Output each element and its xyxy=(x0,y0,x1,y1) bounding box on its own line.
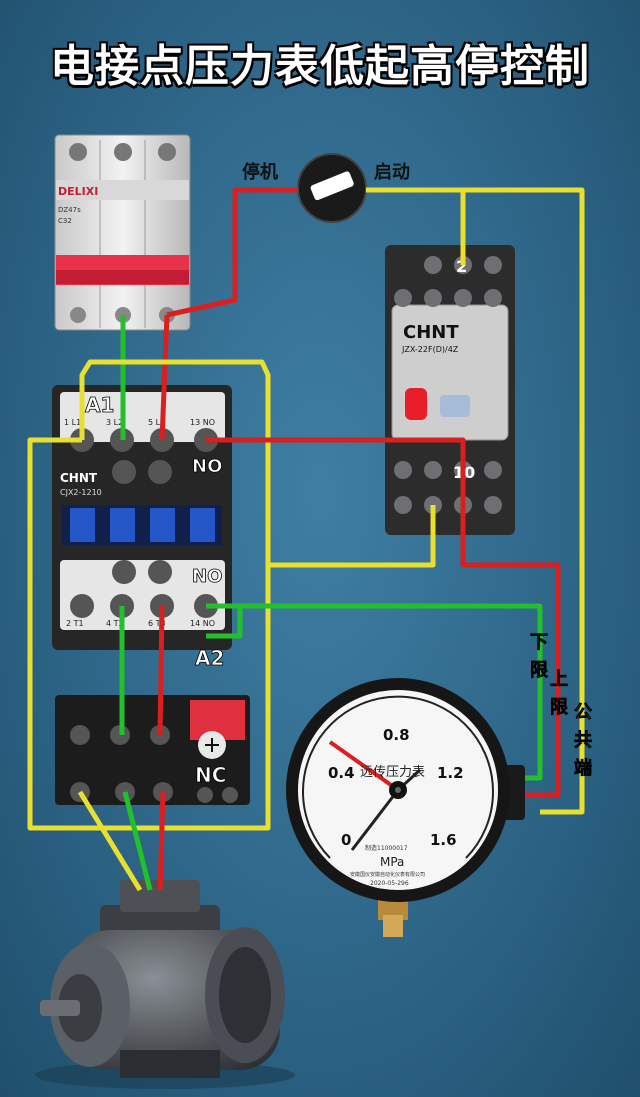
contactor-bottom-term-2: 4 T2 xyxy=(106,619,124,628)
contactor-bottom-term-4: 14 NO xyxy=(190,619,215,628)
label-common-1: 公 xyxy=(574,702,592,723)
overload-nc-label: NC xyxy=(195,763,226,787)
gauge-tick-0-8: 0.8 xyxy=(383,726,410,744)
circuit-breaker xyxy=(54,134,191,331)
motor xyxy=(35,880,295,1089)
label-lower-limit-1: 下 xyxy=(530,632,548,653)
contactor-bottom-term-3: 6 T3 xyxy=(148,619,166,628)
breaker-model: DZ47s xyxy=(58,206,81,214)
wire-green-motor xyxy=(122,791,153,891)
relay-model: JZX-22F(D)/4Z xyxy=(401,345,459,354)
page-title: 电接点压力表低起高停控制 xyxy=(50,41,590,92)
contactor-a1-label: A1 xyxy=(85,393,114,417)
relay xyxy=(385,245,515,535)
wires xyxy=(27,187,585,892)
label-upper-limit-1: 上 xyxy=(550,669,568,690)
contactor-model: CJX2-1210 xyxy=(60,488,102,497)
wire-red-control xyxy=(166,187,298,318)
wire-yellow-a1 xyxy=(79,359,436,568)
rotary-switch[interactable] xyxy=(297,153,367,223)
pressure-gauge xyxy=(286,678,525,937)
switch-start-label: 启动 xyxy=(374,161,410,183)
gauge-tick-1-2: 1.2 xyxy=(437,764,464,782)
label-common-3: 端 xyxy=(574,758,592,779)
breaker-rating: C32 xyxy=(58,217,72,225)
contactor-top-term-2: 3 L2 xyxy=(106,418,123,427)
label-upper-limit: 上 限 xyxy=(550,669,574,718)
wire-yellow-control-top xyxy=(366,187,585,815)
label-lower-limit: 下 限 xyxy=(530,632,554,681)
label-lower-limit-2: 限 xyxy=(530,660,549,681)
contactor xyxy=(52,385,232,650)
thermal-overload-relay xyxy=(55,695,250,805)
wire-red-no xyxy=(206,437,561,798)
gauge-tick-0: 0 xyxy=(341,831,351,849)
label-common: 公 共 端 xyxy=(574,702,598,779)
gauge-tick-0-4: 0.4 xyxy=(328,764,355,782)
wire-yellow-motor xyxy=(77,790,143,892)
gauge-unit: MPa xyxy=(380,855,404,869)
label-upper-limit-2: 限 xyxy=(550,697,569,718)
wire-green-a2 xyxy=(206,603,243,639)
gauge-tick-1-6: 1.6 xyxy=(430,831,457,849)
contactor-no-lower-label: NO xyxy=(192,566,222,587)
wire-red-phase xyxy=(159,314,170,441)
contactor-bottom-term-1: 2 T1 xyxy=(66,619,84,628)
label-common-2: 共 xyxy=(574,730,592,751)
switch-stop-label: 停机 xyxy=(242,161,278,183)
breaker-brand: DELIXI xyxy=(58,185,98,198)
gauge-name: 远传压力表 xyxy=(360,765,425,780)
wire-red-motor xyxy=(157,791,166,891)
contactor-top-term-4: 13 NO xyxy=(190,418,215,427)
contactor-brand: CHNT xyxy=(60,471,98,485)
contactor-top-term-3: 5 L3 xyxy=(148,418,165,427)
relay-terminal-2: 2 xyxy=(456,257,467,276)
contactor-top-term-1: 1 L1 xyxy=(64,418,81,427)
wire-yellow-left xyxy=(27,437,271,831)
wire-green-lower xyxy=(206,603,543,781)
gauge-date: 2020-05-296 xyxy=(370,880,409,887)
contactor-a2-label: A2 xyxy=(195,646,224,670)
wire-red-out xyxy=(157,605,165,736)
gauge-serial: 制造11000017 xyxy=(365,844,408,852)
relay-brand: CHNT xyxy=(403,322,459,343)
gauge-maker: 安徽国仪安徽自动化仪表有限公司 xyxy=(350,871,425,878)
contactor-no-upper-label: NO xyxy=(192,456,222,477)
